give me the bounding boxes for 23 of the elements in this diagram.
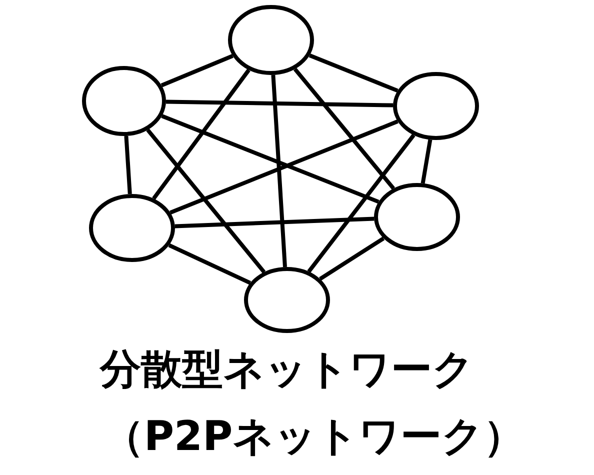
connector-line (271, 74, 287, 268)
ellipse-node (82, 66, 166, 136)
connector-line (146, 128, 266, 274)
connector-line (307, 134, 416, 273)
connector-line (124, 136, 132, 194)
ellipse-node (393, 72, 479, 140)
connector-line (166, 100, 394, 108)
connector-line (152, 68, 250, 200)
ellipse-node (228, 5, 314, 75)
ellipse-node (374, 183, 460, 251)
connector-line (174, 216, 374, 228)
connector-line (420, 139, 432, 184)
ellipse-node (244, 267, 330, 333)
connector-line (319, 236, 385, 281)
connector-line (308, 54, 398, 93)
caption: （P2Pネットワーク） (103, 412, 525, 460)
caption: 分散型ネットワーク (100, 345, 474, 393)
ellipse-node (89, 194, 175, 262)
connector-line (161, 114, 380, 204)
connector-line (168, 243, 252, 285)
connector-line (160, 54, 234, 88)
connector-line (293, 68, 396, 190)
connector-line (170, 120, 398, 214)
